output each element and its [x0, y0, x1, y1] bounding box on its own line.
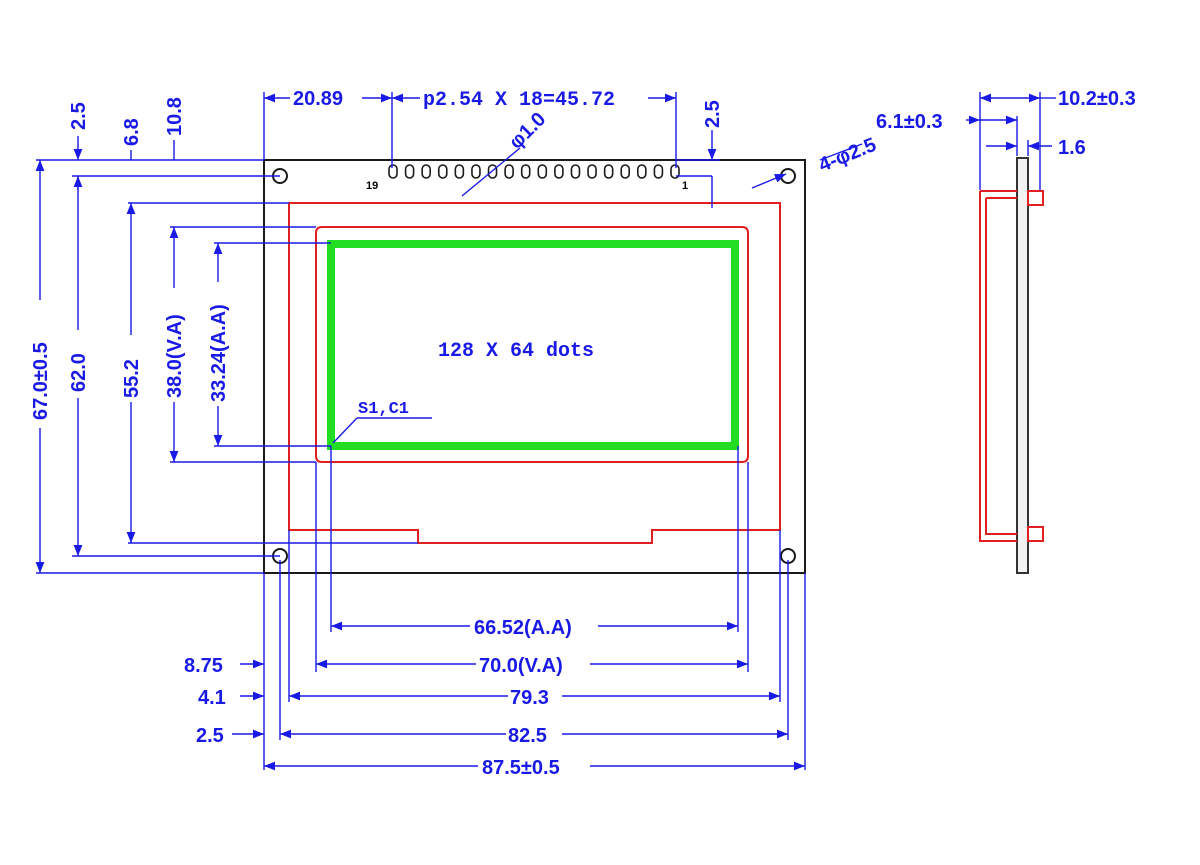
- origin-label: S1,C1: [358, 400, 409, 419]
- pin-pad: [471, 164, 481, 179]
- pin-label-last: 1: [682, 180, 688, 192]
- dim-6-1: 6.1±0.3: [876, 111, 943, 133]
- dim-1-6: 1.6: [1058, 137, 1086, 159]
- side-pcb: [1016, 157, 1029, 574]
- dim-67: 67.0±0.5: [30, 342, 52, 420]
- resolution-label: 128 X 64 dots: [438, 340, 594, 363]
- pin-pad: [388, 164, 398, 179]
- dim-2-5-top: 2.5: [702, 100, 724, 128]
- side-module-outline: [979, 190, 1017, 542]
- pin-label-first: 19: [366, 180, 378, 192]
- pin-pad: [570, 164, 581, 179]
- pin-pad: [554, 164, 564, 179]
- pin-pad: [620, 164, 631, 179]
- pin-pad: [653, 164, 664, 179]
- dim-8-75: 8.75: [184, 655, 223, 677]
- dim-62: 62.0: [68, 353, 90, 392]
- pin-pad: [504, 164, 514, 179]
- dim-82-5: 82.5: [508, 725, 547, 747]
- pin-pad: [603, 164, 614, 179]
- dim-pitch: p2.54 X 18=45.72: [423, 89, 615, 112]
- dim-70-va: 70.0(V.A): [479, 655, 563, 677]
- origin-leader-diag: [332, 417, 358, 444]
- viewing-area-outline: [315, 226, 749, 463]
- dim-33-24-aa: 33.24(A.A): [208, 304, 230, 402]
- pin-header: [388, 164, 680, 179]
- pin-pad: [520, 164, 531, 179]
- dim-2-5-left: 2.5: [68, 102, 90, 130]
- dim-87-5: 87.5±0.5: [482, 757, 560, 779]
- bezel-outline: [288, 202, 781, 544]
- side-pin-top: [1027, 190, 1044, 206]
- dim-55-2: 55.2: [121, 359, 143, 398]
- pcb-outline: [263, 159, 806, 574]
- pin-pad: [637, 164, 647, 179]
- dim-79-3: 79.3: [510, 687, 549, 709]
- dim-4-phi-2-5: 4-φ2.5: [816, 134, 880, 177]
- pin-pad: [404, 164, 415, 179]
- dim-10-8: 10.8: [164, 97, 186, 136]
- pin-pad: [437, 164, 448, 179]
- pin-pad: [587, 164, 597, 179]
- dim-38-va: 38.0(V.A): [164, 314, 186, 398]
- pin-pad: [537, 164, 548, 179]
- pin-pad: [421, 164, 431, 179]
- pin-pad: [487, 164, 498, 179]
- dim-6-8: 6.8: [121, 118, 143, 146]
- pin-pad: [454, 164, 465, 179]
- dim-2-5-bottom: 2.5: [196, 725, 224, 747]
- side-pin-bottom: [1027, 526, 1044, 542]
- dim-66-52-aa: 66.52(A.A): [474, 617, 572, 639]
- mounting-hole-tr: [780, 168, 796, 184]
- pin-pad: [670, 164, 680, 179]
- dim-phi-1: φ1.0: [505, 108, 550, 153]
- active-area: [327, 240, 739, 450]
- dim-4-1: 4.1: [198, 687, 226, 709]
- dim-20-89: 20.89: [293, 88, 343, 110]
- dim-10-2: 10.2±0.3: [1058, 88, 1136, 110]
